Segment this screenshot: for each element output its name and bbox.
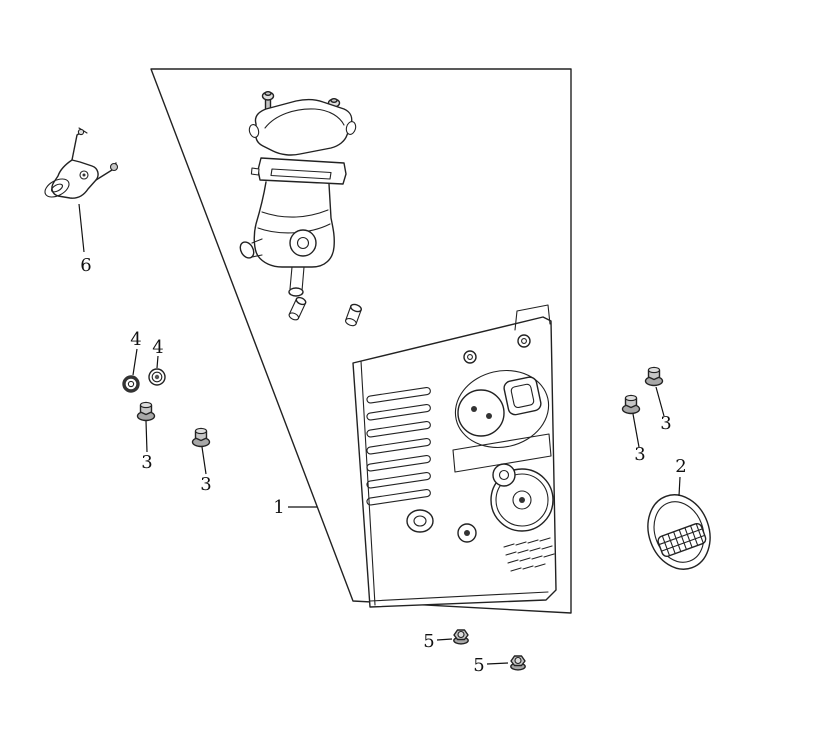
callout-part-6: 6 xyxy=(80,255,91,276)
part-4-washers xyxy=(122,368,166,393)
callout-part-5: 5 xyxy=(473,655,484,676)
part-intake-assembly xyxy=(239,157,362,327)
callout-part-3: 3 xyxy=(141,452,152,473)
callout-part-3: 3 xyxy=(634,444,645,465)
panel-vent-slots xyxy=(366,387,431,506)
callout-part-3: 3 xyxy=(200,474,211,495)
part-3-flange-nuts xyxy=(136,366,664,448)
callout-part-5: 5 xyxy=(423,631,434,652)
leader-lines xyxy=(78,203,681,665)
callout-part-4: 4 xyxy=(152,337,163,358)
callout-part-1: 1 xyxy=(273,497,284,518)
part-bracket-assembly xyxy=(248,91,357,156)
callout-part-4: 4 xyxy=(130,329,141,350)
callout-part-2: 2 xyxy=(675,456,686,477)
part-6-lever xyxy=(44,127,119,199)
part-1-control-panel xyxy=(352,304,557,608)
callout-part-3: 3 xyxy=(660,413,671,434)
part-5-bolts xyxy=(453,629,526,671)
part-2-oval-cover xyxy=(647,494,711,570)
boundary-outline xyxy=(150,68,572,614)
